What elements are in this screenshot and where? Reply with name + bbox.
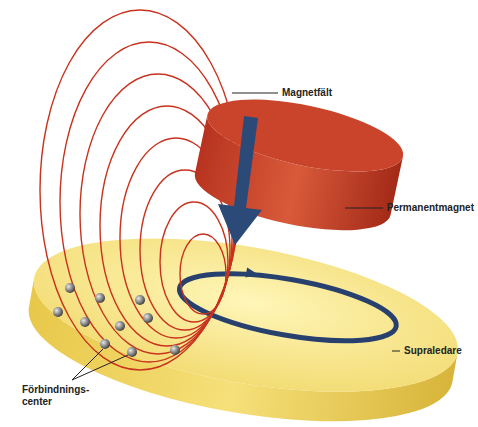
part-label: Supraledare — [404, 345, 462, 357]
permanent-magnet — [189, 85, 410, 244]
part-label: Förbindnings- center — [22, 384, 96, 407]
part-label: Permanentmagnet — [387, 202, 474, 214]
leader-lines — [72, 93, 400, 380]
pinning-centers — [53, 283, 180, 357]
superconductor-disk — [17, 211, 469, 427]
magnet-arrow — [218, 116, 262, 245]
part-label: Magnetfält — [282, 87, 332, 99]
